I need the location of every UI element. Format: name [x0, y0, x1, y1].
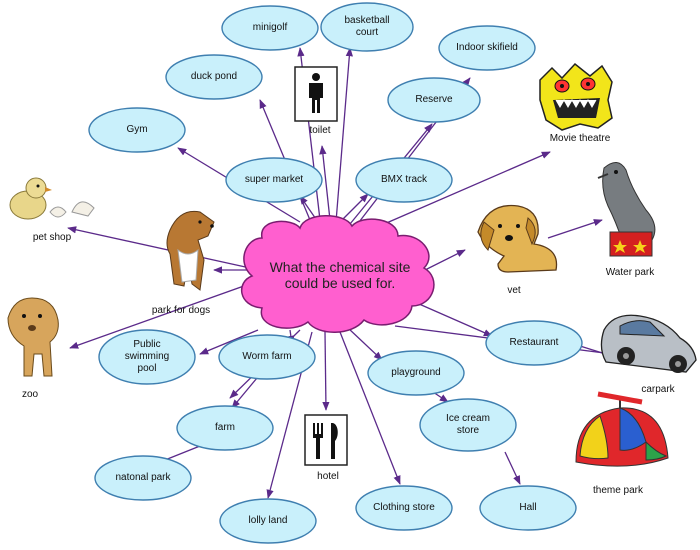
- node-farm: [176, 405, 274, 451]
- monster-face-icon: [539, 62, 613, 131]
- reserve-node: Reserve: [415, 94, 453, 105]
- hall-node: Hall: [519, 502, 537, 513]
- node-gym: [88, 107, 186, 153]
- arrow-to-basketball: [335, 47, 353, 223]
- chick-icon: [9, 177, 95, 220]
- arrow-to-vet: [424, 249, 466, 271]
- movie-theatre-label: Movie theatre: [549, 133, 611, 144]
- node-reserve: [387, 77, 481, 123]
- puppy-icon: [477, 204, 558, 273]
- arrow-to-bmx: [339, 193, 369, 223]
- node-worm-farm: [218, 334, 316, 380]
- ice-cream-store-node: Ice cream store: [446, 413, 490, 436]
- worm-farm-node: Worm farm: [242, 351, 292, 362]
- propeller-cap-icon: [575, 391, 669, 467]
- super-market-node: super market: [244, 174, 304, 185]
- pet-shop-label: pet shop: [32, 232, 72, 243]
- arrow-to-zoo: [69, 281, 256, 349]
- node-playground: [367, 350, 465, 396]
- toilet-icon: [294, 66, 338, 122]
- node-basketball: [320, 2, 414, 52]
- duck-pond-node: duck pond: [190, 71, 238, 82]
- seal-icon: [597, 162, 656, 257]
- park-for-dogs-label: park for dogs: [151, 305, 211, 316]
- playground-node: playground: [391, 367, 441, 378]
- car-icon: [600, 314, 697, 373]
- node-national-park: [94, 455, 192, 501]
- gym-node: Gym: [126, 124, 148, 135]
- node-restaurant: [485, 320, 583, 366]
- arrow-to-playground: [347, 327, 383, 361]
- knife-fork-icon: [304, 414, 348, 466]
- clothing-store-node: Clothing store: [373, 502, 435, 513]
- indoor-skifield-node: Indoor skifield: [456, 42, 518, 53]
- carpark-label: carpark: [641, 384, 675, 395]
- arrow-to-restaurant: [409, 299, 493, 337]
- basketball-court-node: basketball court: [344, 15, 390, 38]
- node-ice-cream: [419, 398, 517, 452]
- water-park-label: Water park: [605, 267, 655, 278]
- center-cloud: [240, 215, 435, 333]
- arrow-vet-water: [547, 219, 603, 239]
- farm-node: farm: [215, 422, 235, 433]
- node-lolly-land: [219, 498, 317, 544]
- public-pool-node: Public swimming pool: [124, 339, 170, 374]
- toilet-label: toilet: [309, 125, 331, 136]
- arrow-ice-hall: [504, 451, 521, 485]
- node-duck-pond: [165, 54, 263, 100]
- lolly-land-node: lolly land: [248, 515, 288, 526]
- arrow-to-toilet: [319, 145, 331, 221]
- hotel-label: hotel: [317, 471, 339, 482]
- vet-label: vet: [507, 285, 521, 296]
- arrow-to-hotel: [322, 331, 330, 411]
- node-ellipses: [88, 2, 583, 544]
- collie-dog-icon: [166, 210, 215, 291]
- arrow-to-pet-shop: [67, 226, 251, 269]
- theme-park-label: theme park: [592, 485, 644, 496]
- node-clothing-store: [355, 485, 453, 531]
- node-minigolf: [221, 5, 319, 51]
- arrow-to-pool: [199, 329, 259, 355]
- restaurant-node: Restaurant: [509, 337, 559, 348]
- minigolf-node: minigolf: [252, 22, 288, 33]
- node-indoor-skifield: [438, 25, 536, 71]
- node-hall: [479, 485, 577, 531]
- arrow-to-clothing: [339, 331, 401, 485]
- center-topic: What the chemical site could be used for…: [269, 259, 411, 291]
- arrow-to-movie-theatre: [374, 151, 551, 229]
- node-public-pool: [98, 329, 196, 385]
- node-super-market: [225, 157, 323, 203]
- node-bmx: [355, 157, 453, 203]
- bmx-track-node: BMX track: [380, 174, 428, 185]
- zoo-label: zoo: [21, 389, 39, 400]
- lion-cub-icon: [7, 297, 59, 377]
- national-park-node: natonal park: [115, 472, 171, 483]
